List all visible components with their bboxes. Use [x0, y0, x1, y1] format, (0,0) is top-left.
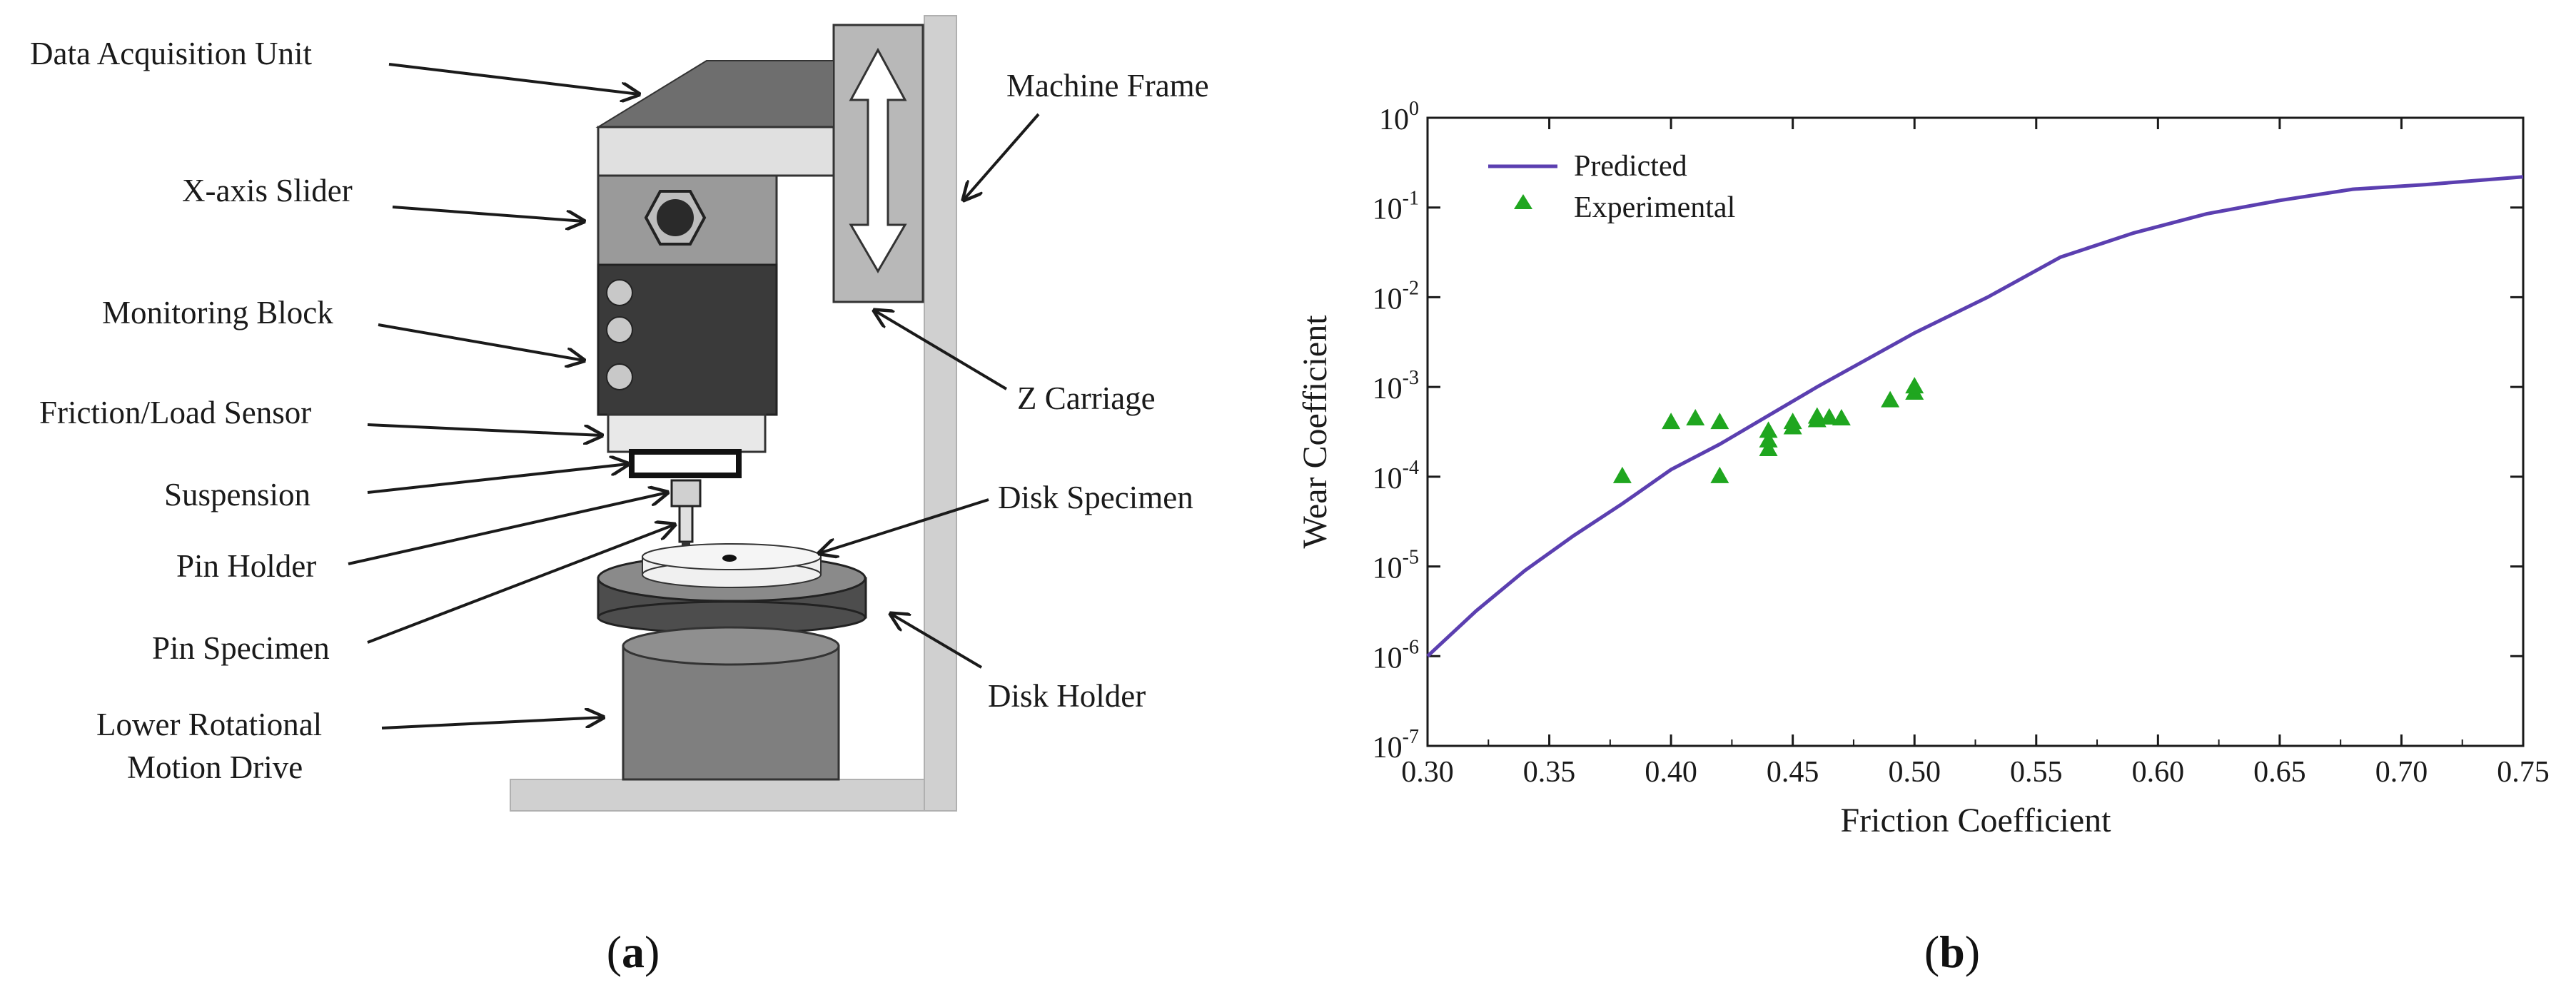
label-z-carriage: Z Carriage: [1017, 380, 1156, 416]
predicted-series-line: [1426, 175, 2524, 658]
x-tick-label: 0.55: [2010, 756, 2063, 789]
experimental-point: [1612, 466, 1632, 483]
chart-series: [1426, 175, 2524, 658]
arrow-machine-frame: [964, 113, 1040, 200]
indicator-light-2: [606, 316, 633, 343]
arrow-disk-specimen: [819, 498, 989, 553]
y-tick-label: 10-5: [1373, 547, 1419, 585]
z-carriage-double-arrow: [849, 47, 907, 273]
label-x-axis-slider: X-axis Slider: [182, 173, 353, 208]
suspension-block: [629, 449, 742, 478]
indicator-light-3: [606, 363, 633, 390]
x-tick-label: 0.40: [1645, 756, 1697, 789]
label-data-acquisition-unit: Data Acquisition Unit: [30, 36, 312, 71]
experimental-point: [1819, 408, 1839, 425]
wear-chart: 0.30 0.35 0.40 0.45 0.50 0.55 0.60 0.65 0.70 0.75…: [1296, 98, 2550, 839]
y-tick-label: 100: [1379, 98, 1419, 136]
experimental-point: [1905, 377, 1924, 394]
arrow-z-carriage: [874, 310, 1008, 390]
experimental-point: [1710, 413, 1729, 430]
experimental-point: [1710, 466, 1729, 483]
arrow-suspension: [367, 464, 628, 494]
label-suspension: Suspension: [164, 477, 310, 512]
experimental-point: [1807, 407, 1827, 424]
legend-marker-experimental: [1514, 194, 1532, 209]
x-tick-label: 0.75: [2497, 756, 2550, 789]
experimental-point: [1832, 408, 1851, 425]
label-pin-holder: Pin Holder: [176, 548, 316, 584]
y-tick-label: 10-4: [1373, 457, 1419, 495]
x-tick-label: 0.50: [1888, 756, 1941, 789]
arrow-pin-specimen: [367, 525, 675, 644]
friction-load-sensor-block: [607, 413, 767, 453]
label-disk-specimen: Disk Specimen: [998, 480, 1193, 515]
x-tick-label: 0.70: [2375, 756, 2428, 789]
experimental-point: [1759, 440, 1778, 457]
lower-drive-body: [622, 645, 840, 781]
x-axis-ticks: 0.30 0.35 0.40 0.45 0.50 0.55 0.60 0.65 0.70 0.75: [1401, 118, 2550, 789]
y-tick-label: 10-3: [1373, 367, 1419, 405]
y-axis-label: Wear Coefficient: [1296, 315, 1334, 549]
label-disk-holder: Disk Holder: [988, 678, 1146, 714]
caption-a: (a): [607, 926, 660, 977]
chart-legend: Predicted Experimental: [1488, 150, 1735, 224]
pin-specimen: [678, 505, 694, 543]
y-tick-label: 10-1: [1373, 188, 1419, 226]
arrow-x-axis-slider: [392, 206, 584, 221]
label-friction-load-sensor: Friction/Load Sensor: [39, 395, 311, 430]
label-pin-specimen: Pin Specimen: [152, 630, 330, 666]
caption-a-letter: a: [622, 926, 645, 977]
experimental-point: [1759, 430, 1778, 448]
machine-base: [510, 779, 957, 812]
machine-diagram: [510, 15, 957, 812]
experimental-point: [1686, 408, 1705, 425]
carriage-arm: [597, 126, 835, 177]
label-machine-frame: Machine Frame: [1006, 68, 1209, 103]
y-axis-ticks: 100 10-1 10-2 10-3 10-4 10-5 10-6 10-7: [1373, 98, 2523, 764]
x-tick-label: 0.65: [2253, 756, 2306, 789]
x-tick-label: 0.60: [2132, 756, 2185, 789]
leader-arrows: [348, 63, 1040, 729]
legend-label-predicted: Predicted: [1574, 150, 1687, 183]
experimental-point: [1881, 390, 1900, 408]
arrow-monitoring-block: [378, 323, 584, 360]
label-lower-drive-line1: Lower Rotational: [96, 707, 322, 742]
caption-b: (b): [1924, 926, 1980, 977]
pin-holder: [670, 479, 702, 507]
arrow-data-acquisition-unit: [388, 63, 639, 94]
indicator-light-1: [606, 279, 633, 306]
diagram-labels: Data Acquisition Unit X-axis Slider Moni…: [30, 36, 1209, 785]
legend-label-experimental: Experimental: [1574, 191, 1735, 224]
wear-mark: [722, 555, 737, 562]
x-axis-label: Friction Coefficient: [1840, 802, 2111, 839]
x-tick-label: 0.45: [1767, 756, 1819, 789]
y-tick-label: 10-6: [1373, 636, 1419, 675]
y-tick-label: 10-2: [1373, 277, 1419, 315]
x-tick-label: 0.30: [1401, 756, 1454, 789]
bolt-center: [657, 199, 694, 236]
arrow-disk-holder: [891, 614, 983, 669]
arrow-friction-load-sensor: [367, 423, 602, 435]
lower-drive-top: [622, 626, 840, 666]
y-tick-label: 10-7: [1373, 726, 1419, 764]
experimental-point: [1783, 413, 1802, 430]
machine-frame-column: [924, 15, 957, 812]
arrow-pin-holder: [348, 493, 667, 565]
caption-b-letter: b: [1939, 926, 1965, 977]
experimental-point: [1662, 413, 1681, 430]
arrow-lower-drive: [381, 717, 603, 729]
label-monitoring-block: Monitoring Block: [102, 295, 333, 330]
label-lower-drive-line2: Motion Drive: [127, 749, 303, 785]
x-tick-label: 0.35: [1523, 756, 1576, 789]
experimental-point: [1759, 421, 1778, 438]
